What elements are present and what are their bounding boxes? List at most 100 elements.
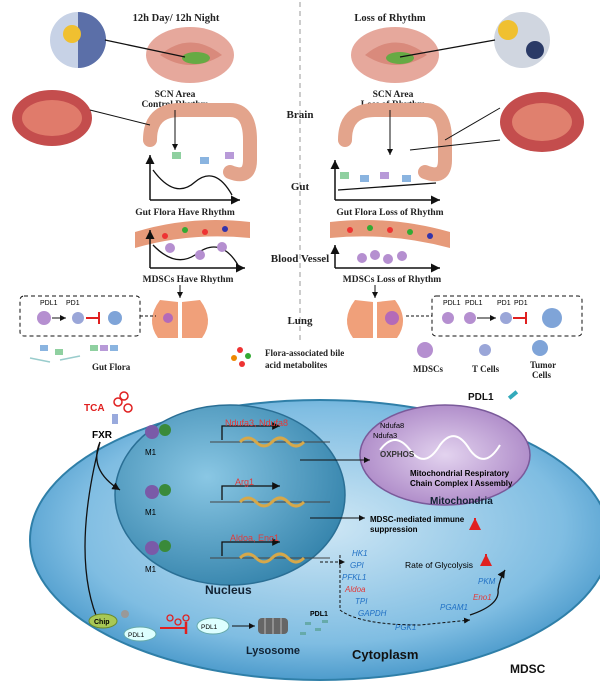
legend-bile-2: acid metabolites [265,360,328,370]
left-gut-rhythm-chart [145,152,240,205]
legend-tumor-2: Cells [532,370,551,380]
right-mdsc-label: MDSCs Loss of Rhythm [343,275,442,285]
right-immune-box [431,295,583,337]
nucleus-label: Nucleus [205,583,252,597]
gene-eno1: Eno1 [473,593,492,602]
fxr-receptor [112,414,118,424]
mitochondria-label: Mitochondria [430,496,493,507]
legend-tumor-icon [532,340,548,356]
m-label-3: M1 [145,565,157,574]
label-gut: Gut [291,181,310,193]
tca-label: TCA [84,403,105,414]
left-brain-pointer [104,39,186,58]
left-mdsc-rhythm-chart [145,230,245,273]
legend-bile-1: Flora-associated bile [265,348,344,358]
left-intestine-zoom [12,90,92,146]
ndufa3-label: Ndufa3 [373,431,397,440]
tca-molecules [113,391,133,413]
gene-pgk1: PGK1 [395,623,416,632]
right-lung-image [346,300,404,338]
left-colon-image [143,103,257,182]
ub-icon-1 [121,610,129,618]
nucleus [114,404,346,586]
legend-mdscs: MDSCs [413,364,443,374]
right-blood-vessel [330,219,450,248]
pdl1-protein-2 [196,617,230,635]
legend-t-cells: T Cells [472,364,500,374]
right-box-pd1-a: PD1 [497,300,511,307]
pdl1-protein-1 [123,626,157,642]
gene-ndufa: Ndufa3, Ndufa8 [225,418,288,428]
tca-molecules-2 [166,614,190,626]
legend: Gut Flora Flora-associated bile acid met… [29,340,556,380]
right-gut-rhythm-chart [330,160,440,205]
pdl1-small-1: PDL1 [128,632,145,639]
gene-aldoa-eno1: Aldoa, Eno1 [230,533,279,543]
m-label-1: M1 [145,448,157,457]
label-brain: Brain [287,109,314,121]
right-box-pdl1-a: PDL1 [443,300,461,307]
legend-tumor-1: Tumor [530,360,556,370]
left-blood-vessel [135,219,250,248]
chromatin-row-3: M1 [145,538,330,574]
label-blood-vessel: Blood Vessel [271,253,329,265]
left-box-pdl1: PDL1 [40,300,58,307]
gene-tpi: TPI [355,597,368,606]
pdl1-small-3: PDL1 [310,611,328,618]
right-brain-image [351,27,439,83]
right-box-pdl1-b: PDL1 [465,300,483,307]
gene-arg1: Arg1 [235,477,254,487]
chip-protein [88,613,118,629]
ndufa8-label: Ndufa8 [380,421,404,430]
left-mdsc-label: MDSCs Have Rhythm [143,275,234,285]
gene-gapdh: GAPDH [358,609,387,618]
left-scn-label-1: SCN Area [155,90,196,100]
pdl1-top-icon [507,390,519,400]
right-gut-flora-label: Gut Flora Loss of Rhythm [336,208,443,218]
left-clock-label: 12h Day/ 12h Night [133,13,220,24]
fxr-label: FXR [92,430,113,441]
immune-text-1: MDSC-mediated immune [370,515,465,524]
pdl1-top-label: PDL1 [468,392,494,403]
lysosome-icon [258,618,288,634]
oxphos-label: OXPHOS [380,450,415,459]
right-scn-label-1: SCN Area [373,90,414,100]
left-gut-flora-label: Gut Flora Have Rhythm [135,208,235,218]
gene-pfkl1: PFKL1 [342,573,366,582]
gene-gpi: GPI [350,561,365,570]
right-day-night-icon [494,12,550,68]
pdl1-fragments [300,620,328,635]
legend-gut-flora: Gut Flora [92,362,131,372]
cytoplasm-label: Cytoplasm [352,647,418,662]
mdsc-label: MDSC [510,662,546,676]
immune-text-2: suppression [370,525,418,534]
left-lung-image [151,300,209,338]
legend-bile-icon [231,347,251,367]
glycolysis-genes-right: PKM Eno1 PGAM1 [440,569,506,616]
mitochondrion [359,404,531,506]
gene-pkm: PKM [478,577,496,586]
right-mdsc-rhythm-chart [330,245,440,273]
mito-text-1: Mitochondrial Respiratory [410,469,510,478]
left-box-pd1: PD1 [66,300,80,307]
legend-t-cell-icon [479,344,491,356]
chromatin-row-2: M1 [145,482,330,517]
glycolysis-genes-left: HK1 GPI PFKL1 Aldoa TPI GAPDH PGK1 [339,549,471,632]
legend-mdsc-icon [417,342,433,358]
pdl1-small-2: PDL1 [201,624,218,631]
left-day-night-icon [50,12,106,68]
gene-pgam1: PGAM1 [440,603,468,612]
chromatin-row-1: M1 [145,422,330,457]
lysosome-label: Lysosome [246,645,300,657]
m-label-2: M1 [145,508,157,517]
gene-hk1: HK1 [352,549,368,558]
left-brain-image [146,27,234,83]
right-clock-label: Loss of Rhythm [354,13,425,24]
label-lung: Lung [287,315,313,327]
right-box-pd1-b: PD1 [514,300,528,307]
legend-gut-flora-icon [29,345,118,363]
left-colon-pointer [89,109,151,126]
glycolysis-label: Rate of Glycolysis [405,560,473,570]
mito-text-2: Chain Complex I Assembly [410,479,513,488]
